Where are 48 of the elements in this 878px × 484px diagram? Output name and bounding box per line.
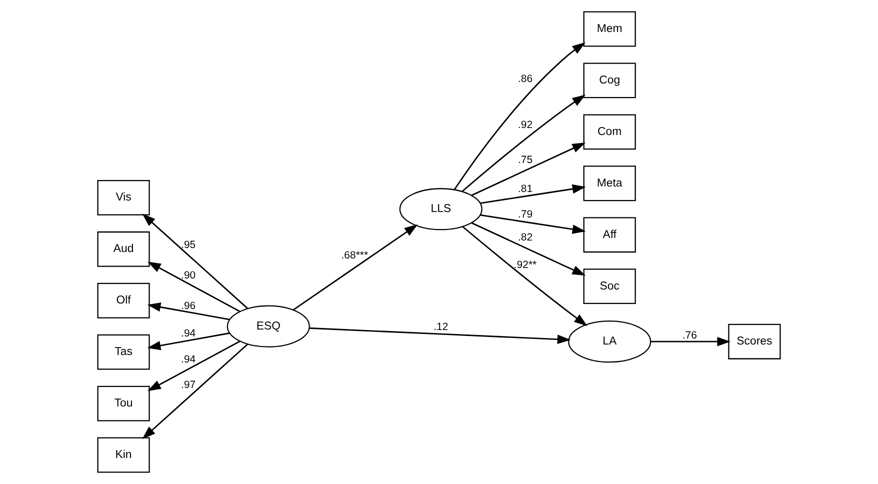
node-box: Aff: [583, 217, 636, 253]
edge-label: .95: [181, 240, 196, 252]
edge-label: .94: [181, 328, 196, 340]
node-box: Com: [583, 114, 636, 150]
edge-label: .96: [181, 301, 196, 312]
edge-label: .90: [181, 270, 196, 282]
arrow: [462, 94, 586, 192]
node-box: Meta: [583, 166, 636, 202]
node-ellipse: ESQ: [226, 305, 310, 348]
arrow: [471, 222, 586, 276]
node-box: Vis: [97, 180, 150, 216]
edge-label: .92**: [514, 260, 537, 272]
edge-label: .86: [518, 74, 533, 86]
node-box: Cog: [583, 62, 636, 98]
edge-label: .97: [181, 380, 196, 392]
arrow: [142, 214, 248, 309]
node-box: Kin: [97, 437, 150, 473]
edge-label: .81: [518, 184, 533, 195]
edge-label: .76: [682, 330, 697, 342]
arrow: [462, 226, 588, 326]
arrow: [480, 214, 586, 234]
node-box: Scores: [728, 324, 781, 360]
node-ellipse: LA: [568, 320, 652, 363]
edge-label: .94: [181, 354, 196, 366]
edge-label: .82: [518, 232, 533, 244]
arrow: [142, 344, 248, 440]
edge-label: .75: [518, 155, 533, 166]
node-box: Tas: [97, 334, 150, 370]
node-box: Tou: [97, 386, 150, 422]
node-box: Aud: [97, 231, 150, 267]
node-box: Mem: [583, 11, 636, 47]
arrow: [148, 340, 240, 392]
arrow: [147, 332, 230, 350]
arrow: [471, 142, 586, 196]
arrow: [309, 327, 571, 344]
edge-label: .68***: [341, 250, 368, 262]
arrow: [147, 302, 230, 320]
edge-label: .79: [518, 210, 533, 221]
arrow: [480, 184, 586, 204]
arrow: [293, 224, 418, 310]
edge-label: .92: [518, 120, 533, 131]
arrow: [650, 336, 731, 346]
node-ellipse: LLS: [399, 188, 482, 230]
arrow: [454, 42, 586, 190]
node-box: Soc: [583, 268, 636, 304]
node-box: Olf: [97, 282, 150, 318]
edge-label: .12: [434, 322, 448, 333]
arrow: [148, 262, 240, 312]
